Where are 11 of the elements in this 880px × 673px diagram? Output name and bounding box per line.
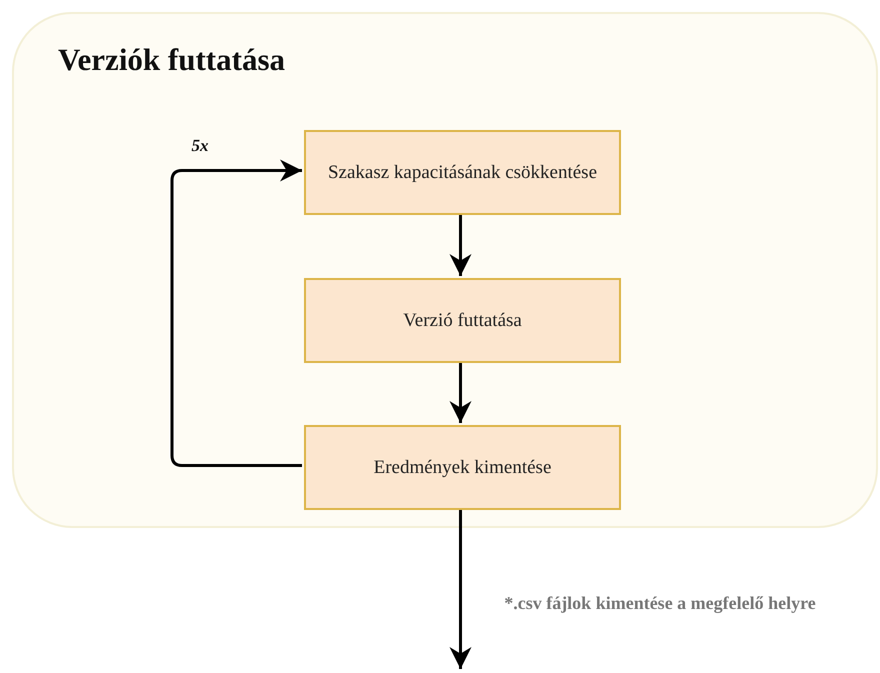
- group-heading: Verziók futtatása: [58, 42, 286, 78]
- process-box: Verzió futtatása: [304, 278, 621, 363]
- process-box: Szakasz kapacitásának csökkentése: [304, 130, 621, 215]
- process-box: Eredmények kimentése: [304, 425, 621, 510]
- edge-label: 5x: [190, 135, 210, 157]
- group-container: [12, 12, 878, 528]
- arrow: [450, 508, 472, 669]
- arrow: [170, 160, 302, 467]
- edge-label: *.csv fájlok kimentése a megfelelő helyre: [503, 592, 817, 615]
- arrow: [450, 361, 472, 423]
- arrow: [450, 213, 472, 276]
